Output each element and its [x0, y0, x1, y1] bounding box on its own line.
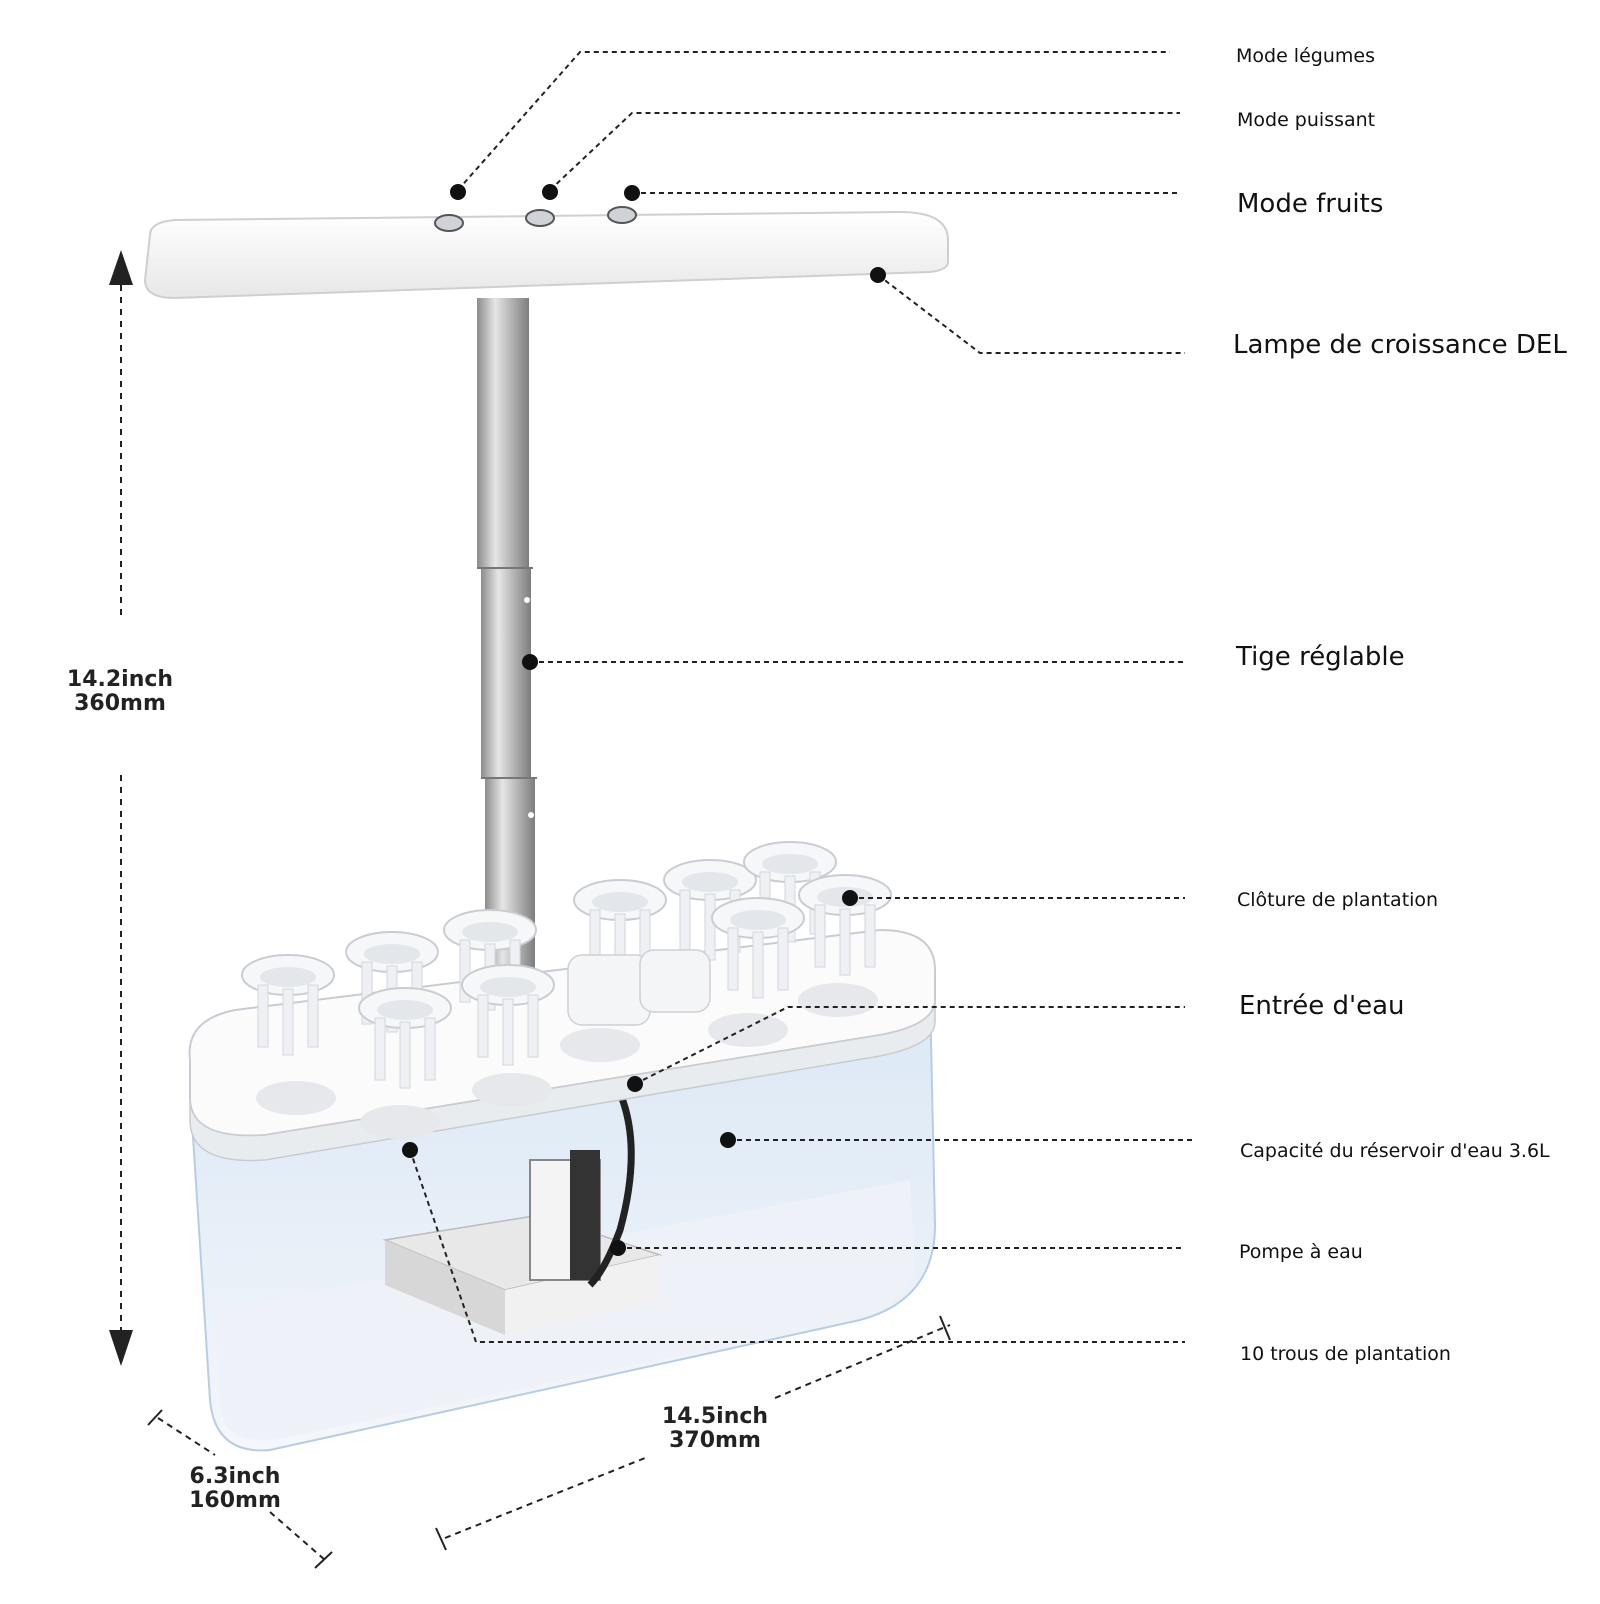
- planting-pods: [241, 841, 892, 1089]
- adjustable-stem: [477, 298, 537, 978]
- width-dimension: [147, 1409, 333, 1569]
- vegetables-mode-button[interactable]: [434, 214, 464, 232]
- water-tank: [188, 928, 937, 1452]
- width-dimension-label: 6.3inch 160mm: [170, 1465, 300, 1513]
- planting-tray: [188, 928, 936, 1162]
- label-planting-fence: Clôture de plantation: [1237, 889, 1439, 911]
- length-mm: 370mm: [669, 1428, 761, 1453]
- label-water-inlet: Entrée d'eau: [1239, 991, 1405, 1021]
- powerful-mode-button[interactable]: [525, 209, 555, 227]
- callout-lines: [409, 51, 1195, 1343]
- length-dimension: [435, 1315, 951, 1551]
- label-tank-capacity: Capacité du réservoir d'eau 3.6L: [1240, 1140, 1550, 1162]
- height-inch: 14.2inch: [66, 667, 174, 692]
- label-vegetables-mode: Mode légumes: [1236, 45, 1375, 67]
- height-mm: 360mm: [74, 691, 166, 716]
- label-fruit-mode: Mode fruits: [1237, 189, 1384, 219]
- label-led-lamp: Lampe de croissance DEL: [1233, 330, 1567, 360]
- width-inch: 6.3inch: [189, 1464, 281, 1489]
- label-planting-holes: 10 trous de plantation: [1240, 1343, 1451, 1365]
- led-lamp-head: [143, 206, 949, 300]
- length-inch: 14.5inch: [661, 1404, 769, 1429]
- fruit-mode-button[interactable]: [607, 206, 637, 224]
- length-dimension-label: 14.5inch 370mm: [650, 1405, 780, 1453]
- label-powerful-mode: Mode puissant: [1237, 109, 1376, 131]
- callout-markers: [402, 184, 886, 1256]
- height-dimension-label: 14.2inch 360mm: [55, 668, 185, 716]
- water-pump: [382, 1057, 663, 1335]
- width-mm: 160mm: [189, 1488, 281, 1513]
- height-dimension: [109, 250, 133, 1366]
- label-adjustable-stem: Tige réglable: [1236, 642, 1405, 672]
- label-water-pump: Pompe à eau: [1239, 1241, 1363, 1263]
